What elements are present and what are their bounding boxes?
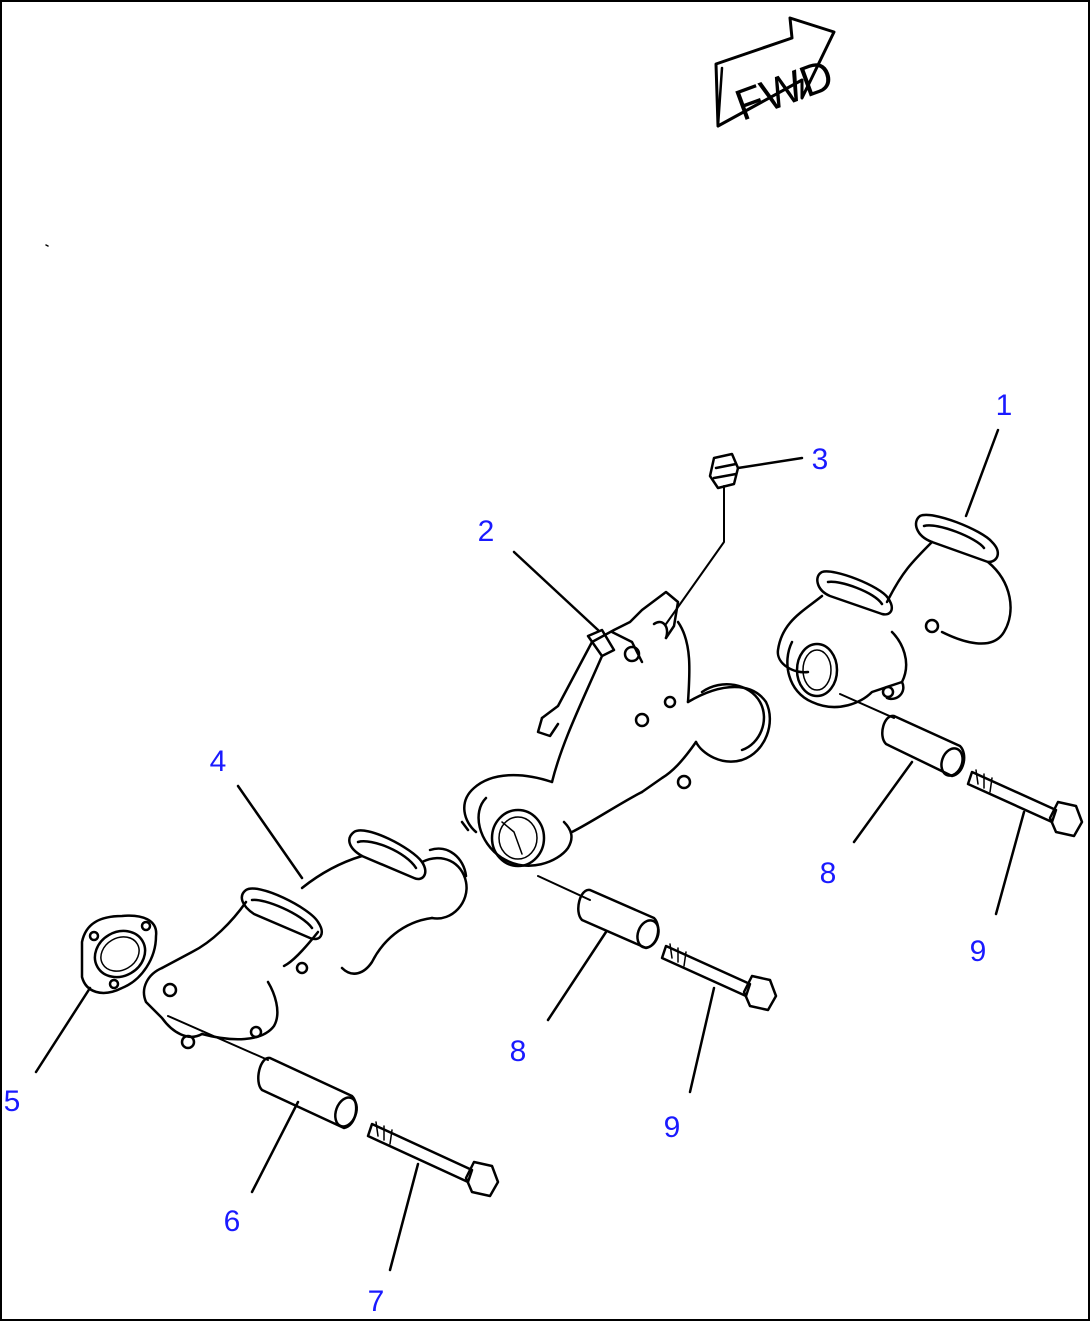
spacer-part-8-center xyxy=(577,888,660,950)
fwd-arrow-icon: FWD xyxy=(714,16,840,131)
callout-9-center: 9 xyxy=(663,1111,681,1144)
callout-4: 4 xyxy=(209,745,227,778)
assembly-lines xyxy=(167,485,895,1061)
plug-part-3 xyxy=(708,452,740,490)
manifold-part-4 xyxy=(142,829,468,1050)
bolt-part-9-right xyxy=(966,769,1084,838)
fwd-label: FWD xyxy=(729,50,840,130)
callout-1: 1 xyxy=(995,389,1013,422)
spacer-part-6 xyxy=(257,1056,358,1130)
speck-mark xyxy=(45,244,49,247)
callout-7: 7 xyxy=(367,1285,385,1318)
callout-9-right: 9 xyxy=(969,935,987,968)
leader-lines xyxy=(34,428,1026,1272)
spacer-part-8-right xyxy=(881,714,966,778)
bolt-part-7 xyxy=(366,1121,500,1198)
callout-6: 6 xyxy=(223,1205,241,1238)
bolt-part-9-center xyxy=(660,943,778,1012)
manifold-part-1 xyxy=(776,513,1012,709)
manifold-part-2 xyxy=(460,590,772,868)
callout-3: 3 xyxy=(811,443,829,476)
callout-5: 5 xyxy=(3,1085,21,1118)
callout-2: 2 xyxy=(477,515,495,548)
callout-8-center: 8 xyxy=(509,1035,527,1068)
gasket-part-5 xyxy=(80,914,158,995)
callout-8-right: 8 xyxy=(819,857,837,890)
